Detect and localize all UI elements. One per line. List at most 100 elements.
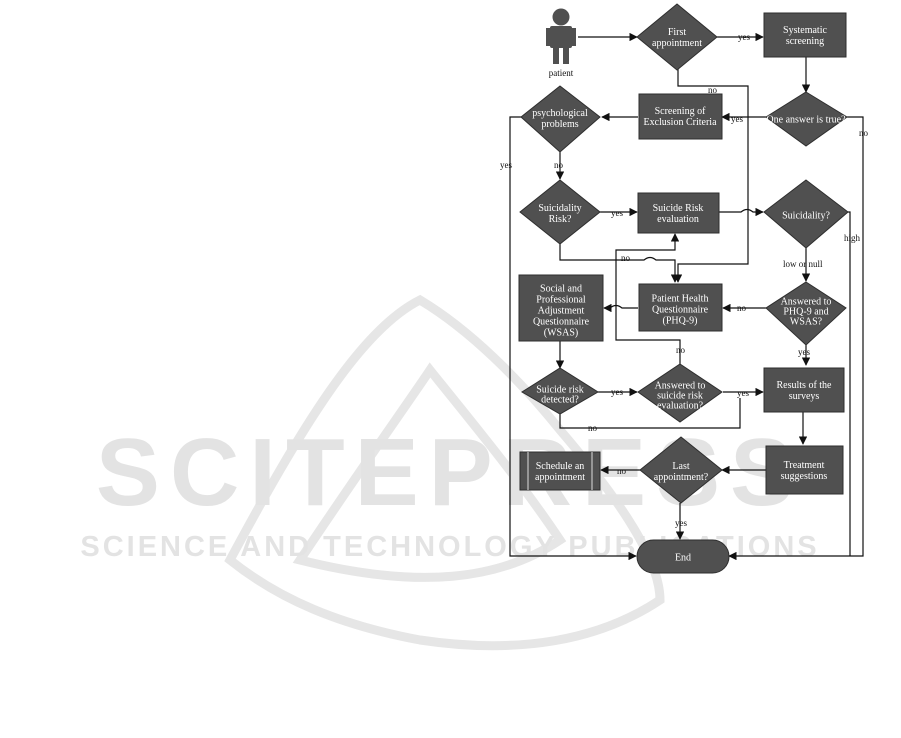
edge-detected-results-no bbox=[559, 398, 741, 429]
edge-label-risk-no: no bbox=[621, 253, 631, 263]
watermark-swoosh-icon bbox=[224, 294, 665, 651]
edge-answeredeval-no-loop bbox=[615, 233, 681, 370]
node-text-line: Answered to bbox=[655, 381, 706, 392]
node-text-line: screening bbox=[786, 36, 824, 47]
node-text-line: (WSAS) bbox=[544, 328, 578, 339]
node-text-line: Exclusion Criteria bbox=[643, 117, 717, 128]
node-text-line: suggestions bbox=[781, 471, 828, 482]
edge-label-last-no: no bbox=[617, 466, 627, 476]
decision-one-answer-true: One answer is true? bbox=[765, 91, 848, 147]
node-text-line: detected? bbox=[541, 395, 579, 406]
node-text-line: WSAS? bbox=[790, 317, 823, 328]
edge-label-answer-yes: yes bbox=[731, 114, 743, 124]
edge-label-psych-yes: yes bbox=[500, 160, 512, 170]
edge-label-risk-yes: yes bbox=[611, 208, 623, 218]
node-text-line: Answered to bbox=[781, 297, 832, 308]
edge-eval-suicidality bbox=[719, 207, 764, 217]
node-text-line: Professional bbox=[536, 295, 586, 306]
terminal-end: End bbox=[636, 539, 730, 574]
node-text-line: appointment bbox=[535, 472, 585, 483]
edge-phq-wsas bbox=[603, 303, 638, 313]
edge-label-phq-no: no bbox=[737, 303, 747, 313]
node-text-line: Adjustment bbox=[538, 306, 585, 317]
node-text-line: problems bbox=[541, 119, 578, 130]
edge-label-last-yes: yes bbox=[675, 518, 687, 528]
edge-suicidality-end-high bbox=[848, 211, 851, 556]
edge-answer-end-no bbox=[728, 116, 864, 561]
node-text-line: Screening of bbox=[655, 106, 706, 117]
node-text-line: Suicide Risk bbox=[653, 203, 704, 214]
node-text-line: evaluation bbox=[657, 214, 699, 225]
edge-label-detected-no: no bbox=[588, 423, 598, 433]
node-text-line: PHQ-9 and bbox=[783, 307, 828, 318]
node-text-line: Treatment bbox=[784, 460, 825, 471]
edge-label-suicidality-low: low or null bbox=[783, 259, 823, 269]
node-text-line: evaluation? bbox=[657, 401, 704, 412]
edge-first-no-loop bbox=[673, 62, 749, 283]
node-text-line: (PHQ-9) bbox=[663, 316, 698, 327]
edge-psych-end-yes bbox=[509, 116, 637, 561]
node-text-line: Questionnaire bbox=[652, 305, 709, 316]
node-text: Suicidality? bbox=[782, 211, 830, 222]
edge-label-first-yes: yes bbox=[738, 32, 750, 42]
node-text-line: Social and bbox=[540, 284, 582, 295]
node-text-line: Questionnaire bbox=[533, 317, 590, 328]
node-text-line: First bbox=[668, 27, 687, 38]
node-text-line: suicide risk bbox=[657, 391, 703, 402]
edges bbox=[509, 32, 864, 561]
node-text-line: Suicidality? bbox=[782, 211, 830, 222]
node-text: One answer is true? bbox=[766, 115, 846, 126]
node-text-line: Risk? bbox=[549, 214, 572, 225]
node-text-line: Results of the bbox=[777, 380, 833, 391]
node-text-line: appointment? bbox=[654, 472, 709, 483]
node-text-line: psychological bbox=[532, 108, 588, 119]
node-text-line: Patient Health bbox=[652, 294, 709, 305]
node-text-line: appointment bbox=[652, 38, 702, 49]
edge-label-psych-no: no bbox=[554, 160, 564, 170]
person-icon bbox=[546, 8, 576, 64]
edge-label-suicidality-high: high bbox=[844, 233, 861, 243]
edge-label-eval-yes: yes bbox=[737, 388, 749, 398]
edge-label-eval-no: no bbox=[676, 345, 686, 355]
edge-label-answer-no: no bbox=[859, 128, 869, 138]
decision-suicidality: Suicidality? bbox=[763, 179, 849, 249]
edge-risk-no-to-phq bbox=[559, 230, 680, 283]
node-text-line: Schedule an bbox=[536, 461, 585, 472]
patient-actor: patient bbox=[546, 8, 576, 78]
node-text-line: Suicidality bbox=[538, 203, 581, 214]
patient-label: patient bbox=[549, 68, 574, 78]
node-text: End bbox=[675, 553, 691, 564]
node-text-line: Suicide risk bbox=[536, 385, 584, 396]
node-text-line: surveys bbox=[789, 391, 820, 402]
node-text-line: Systematic bbox=[783, 25, 827, 36]
